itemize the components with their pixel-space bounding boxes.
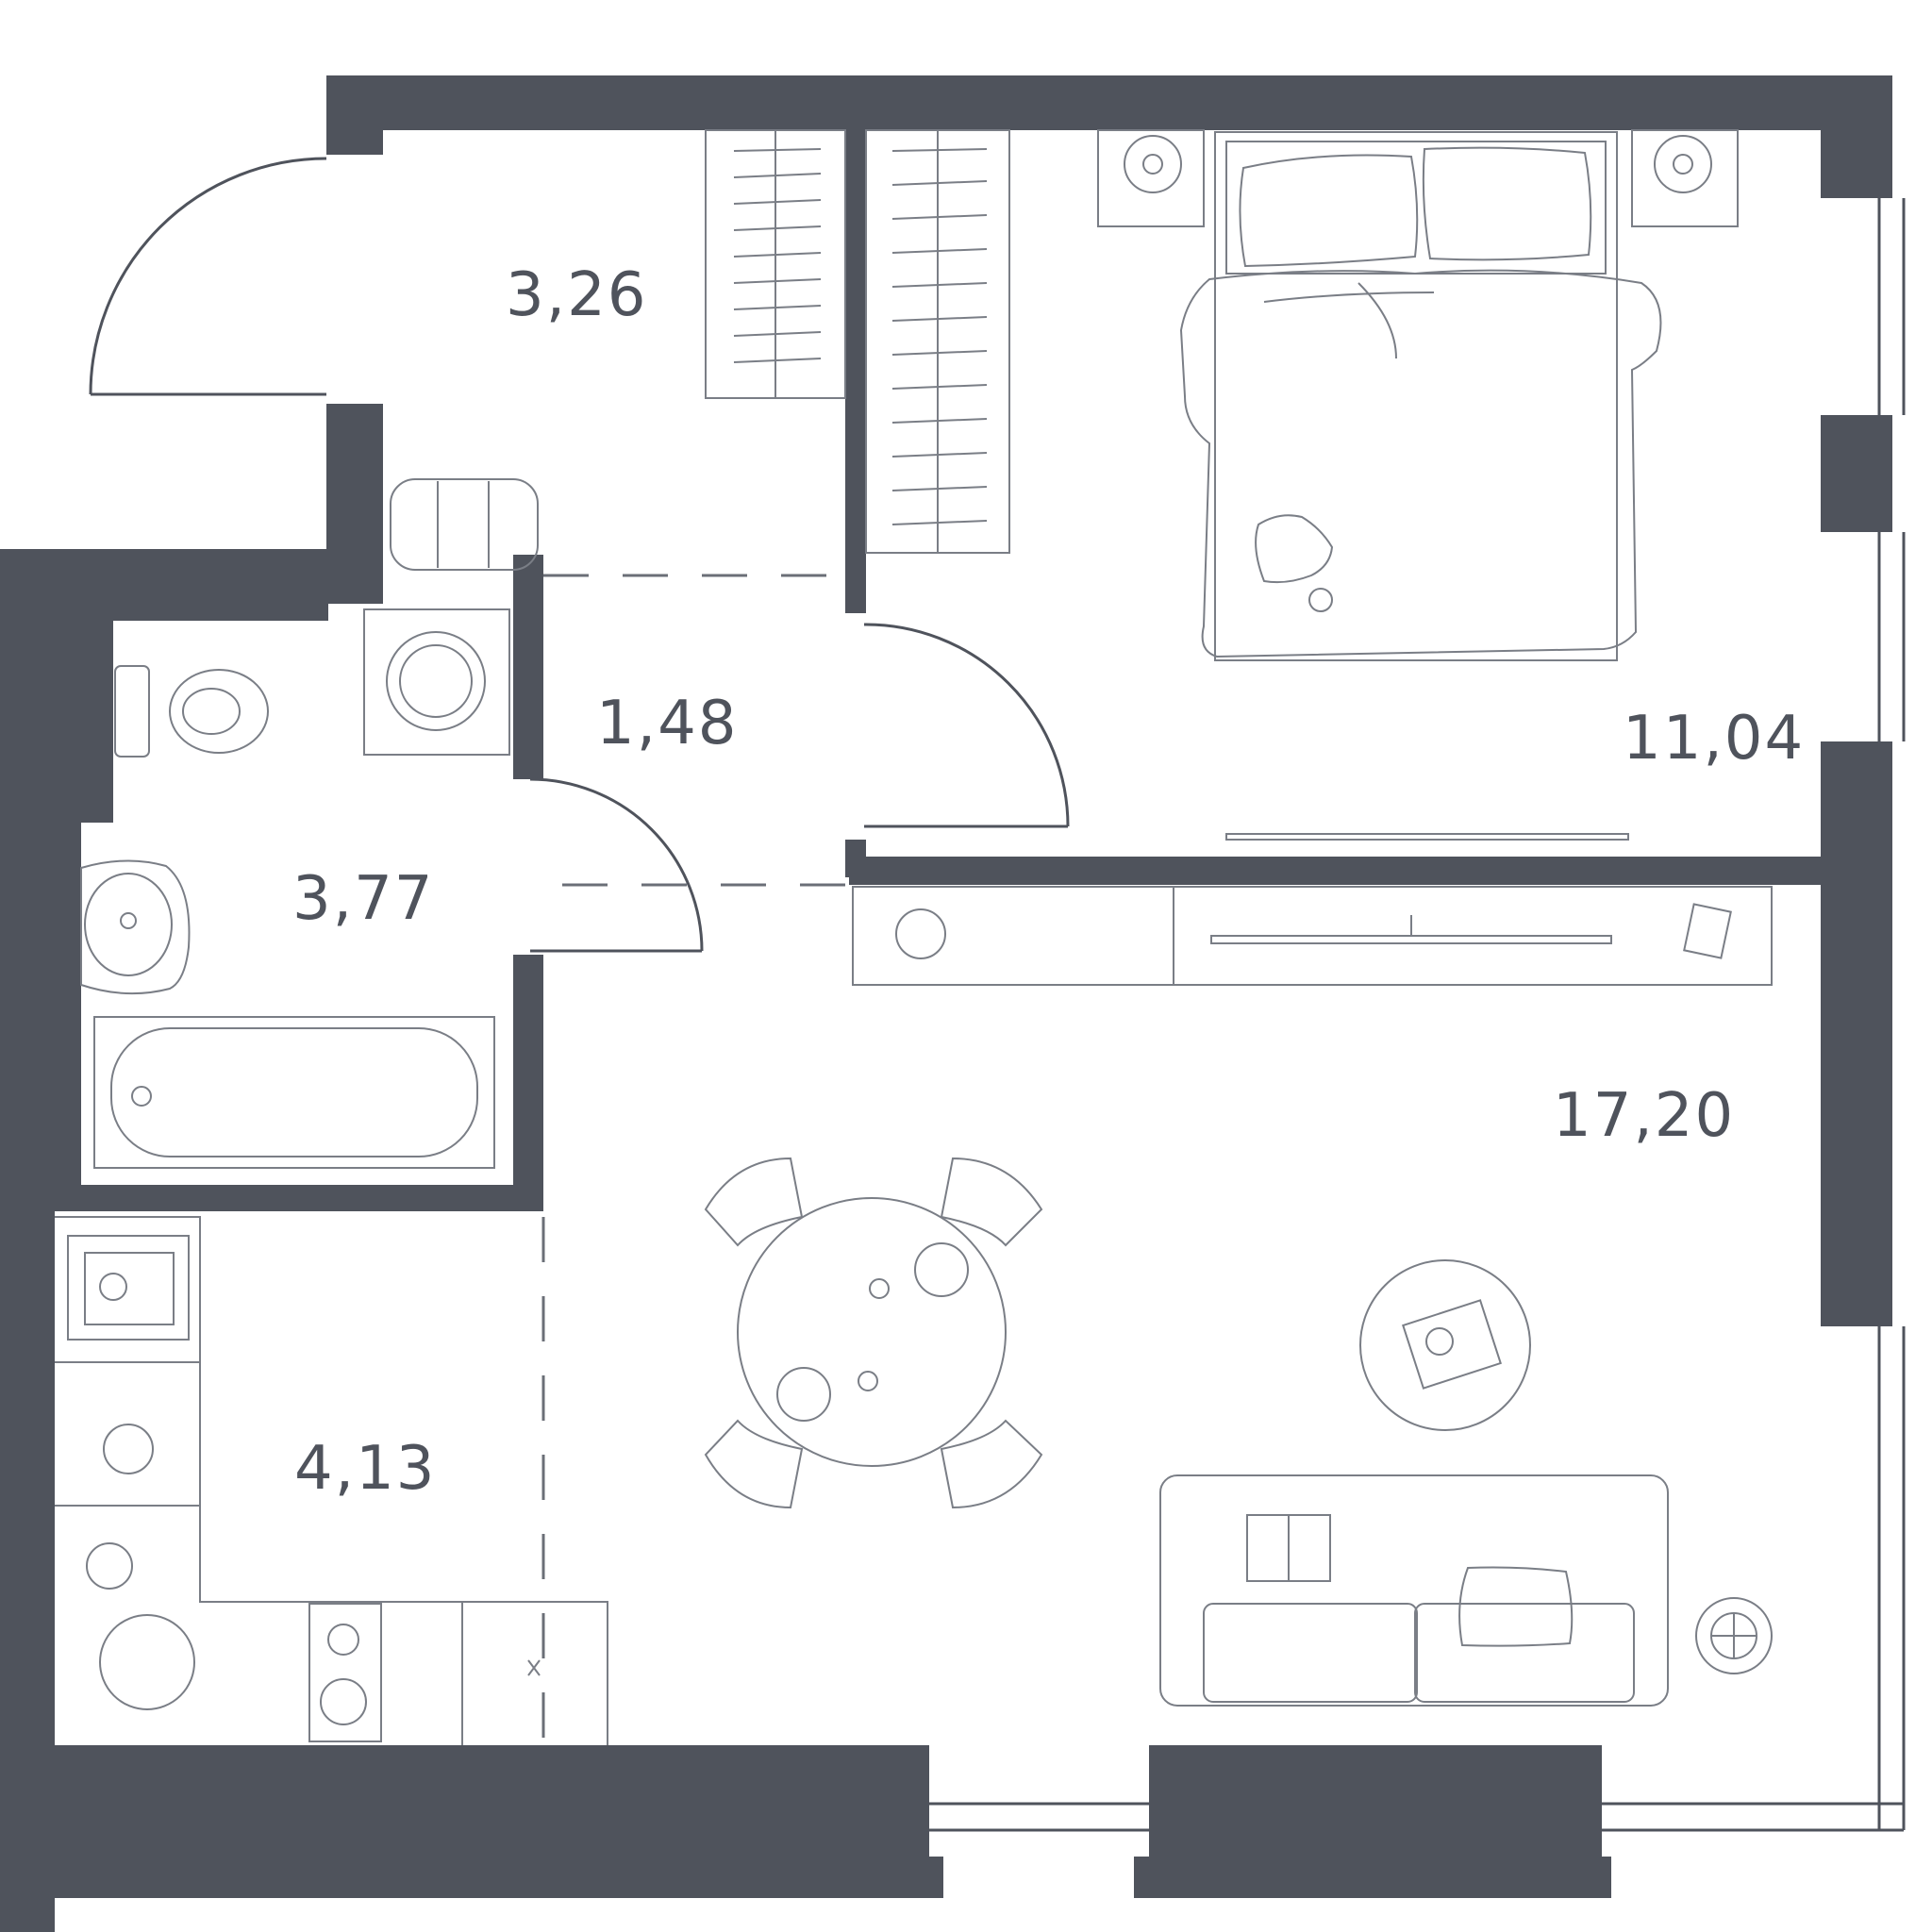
bedroom-tv — [1225, 833, 1629, 841]
nightstand-right — [1631, 129, 1739, 227]
floor-lamp — [1695, 1597, 1773, 1674]
cooktop — [308, 1603, 382, 1742]
tv-console — [852, 886, 1773, 986]
sink — [80, 859, 191, 995]
furniture — [55, 129, 1773, 1745]
kitchen-sink — [67, 1235, 190, 1341]
corridor-area: 1,48 — [596, 689, 739, 758]
wardrobe-corridor — [865, 129, 1010, 554]
washing-machine — [363, 608, 510, 756]
hall-bench — [390, 478, 539, 571]
bathroom-area: 3,77 — [292, 864, 435, 934]
toilet — [114, 665, 269, 758]
zone-dividers — [541, 574, 849, 1745]
coffee-table — [1359, 1259, 1531, 1431]
bed — [1179, 131, 1662, 661]
kitchen-counter — [55, 1216, 608, 1745]
wardrobe-hall — [705, 129, 846, 399]
bathtub — [93, 1016, 495, 1169]
windows — [929, 198, 1906, 1832]
dining-table — [704, 1157, 1043, 1509]
kitchen-items — [86, 1424, 541, 1710]
sofa — [1159, 1474, 1669, 1707]
nightstand-left — [1097, 129, 1205, 227]
living-room-area: 17,20 — [1553, 1081, 1735, 1151]
doors — [89, 157, 1070, 953]
kitchen-area: 4,13 — [294, 1434, 437, 1504]
entrance-hall-area: 3,26 — [506, 260, 648, 330]
bedroom-area: 11,04 — [1623, 704, 1805, 774]
walls — [0, 75, 1892, 1932]
